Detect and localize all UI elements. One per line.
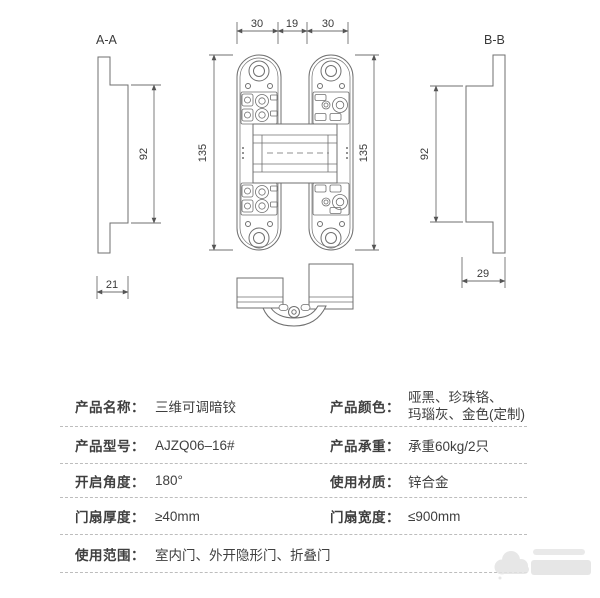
- spec-label: 产品型号：: [75, 439, 145, 454]
- product-spec-table: 产品名称： 三维可调暗铰 产品颜色： 哑黑、珍珠铬、 玛瑙灰、金色(定制) 产品…: [60, 386, 527, 573]
- table-row: 门扇厚度： ≥40mm 门扇宽度： ≤900mm: [60, 498, 527, 535]
- spec-label: 产品颜色：: [330, 400, 400, 415]
- hinge-bottom-view: [236, 263, 354, 327]
- spec-cell-material: 使用材质： 锌合金: [328, 464, 527, 497]
- spec-cell-door-width: 门扇宽度： ≤900mm: [328, 498, 527, 534]
- hinge-linkage: [252, 123, 338, 184]
- table-row: 产品名称： 三维可调暗铰 产品颜色： 哑黑、珍珠铬、 玛瑙灰、金色(定制): [60, 386, 527, 427]
- spec-value: 承重60kg/2只: [408, 439, 490, 454]
- spec-value: 三维可调暗铰: [155, 400, 236, 415]
- marking-dots-left: [242, 147, 244, 159]
- spec-value: 锌合金: [408, 474, 449, 490]
- section-label-aa: A-A: [96, 33, 118, 47]
- spec-label: 门扇厚度：: [75, 510, 145, 525]
- spec-value: ≥40mm: [155, 508, 200, 524]
- table-row: 使用范围： 室内门、外开隐形门、折叠门: [60, 535, 527, 573]
- spec-cell-product-color: 产品颜色： 哑黑、珍珠铬、 玛瑙灰、金色(定制): [328, 386, 527, 426]
- dim-aa-height: [131, 84, 161, 224]
- dim-text-aa-21: 21: [106, 279, 118, 291]
- spec-cell-model: 产品型号： AJZQ06–16#: [60, 427, 328, 463]
- adjuster-block-right-top: [312, 91, 350, 125]
- dim-bb-width: [461, 257, 506, 288]
- section-bb-profile: [465, 54, 506, 254]
- dim-height-right: [355, 54, 379, 251]
- spec-cell-opening-angle: 开启角度： 180°: [60, 464, 328, 497]
- dim-text-aa-92: 92: [138, 148, 150, 160]
- hinge-body-left: [236, 54, 282, 251]
- spec-cell-load: 产品承重： 承重60kg/2只: [328, 427, 527, 463]
- section-aa-profile: [97, 56, 129, 254]
- spec-value: AJZQ06–16#: [155, 437, 235, 453]
- spec-label: 使用材质：: [330, 474, 400, 490]
- spec-label: 使用范围：: [75, 547, 145, 563]
- dim-text-top-19: 19: [286, 18, 298, 30]
- dim-top-widths: [236, 22, 349, 44]
- spec-label: 开启角度：: [75, 474, 145, 490]
- adjuster-block-right-bottom: [312, 182, 350, 216]
- adjuster-block-left-bottom: [240, 182, 278, 216]
- spec-value: 180°: [155, 473, 183, 488]
- table-row: 开启角度： 180° 使用材质： 锌合金: [60, 464, 527, 498]
- hinge-technical-drawing: A-A B-B 92 21 92 29 30 19 30 135: [96, 18, 506, 327]
- adjuster-block-left-top: [240, 91, 278, 125]
- marking-dots-right: [346, 147, 348, 159]
- dim-text-135-right: 135: [358, 144, 370, 162]
- spec-cell-usage-scope: 使用范围： 室内门、外开隐形门、折叠门: [60, 535, 527, 572]
- dim-text-top-30-left: 30: [251, 18, 263, 30]
- site-watermark: [494, 549, 591, 580]
- spec-label: 产品承重：: [330, 439, 400, 454]
- spec-value: 室内门、外开隐形门、折叠门: [155, 547, 331, 563]
- table-row: 产品型号： AJZQ06–16# 产品承重： 承重60kg/2只: [60, 427, 527, 464]
- section-label-bb: B-B: [484, 33, 505, 47]
- cloud-logo-icon: [494, 551, 529, 580]
- spec-cell-product-name: 产品名称： 三维可调暗铰: [60, 386, 328, 426]
- dim-text-bb-29: 29: [477, 268, 489, 280]
- spec-value: ≤900mm: [408, 508, 461, 524]
- dim-aa-width: [96, 276, 129, 299]
- watermark-text-blur: [531, 549, 591, 575]
- spec-cell-door-thickness: 门扇厚度： ≥40mm: [60, 498, 328, 534]
- dim-text-135-left: 135: [197, 144, 209, 162]
- dim-text-bb-92: 92: [419, 148, 431, 160]
- linkage-strap: [262, 305, 327, 327]
- dim-text-top-30-right: 30: [322, 18, 334, 30]
- dim-height-left: [209, 54, 233, 251]
- spec-value: 哑黑、珍珠铬、 玛瑙灰、金色(定制): [408, 390, 525, 422]
- dim-bb-height: [430, 85, 463, 223]
- spec-label: 门扇宽度：: [330, 510, 400, 525]
- spec-label: 产品名称：: [75, 400, 145, 415]
